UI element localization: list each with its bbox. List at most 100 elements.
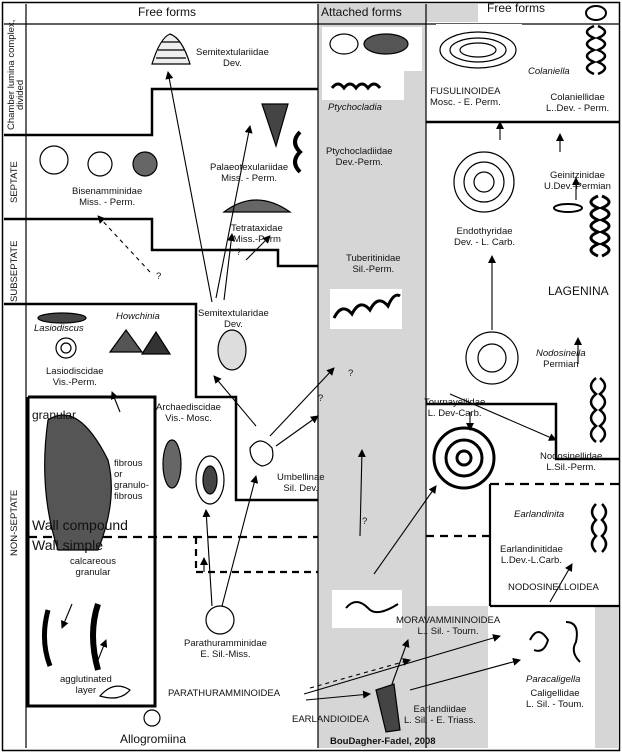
fibrous-line-3: granulo- xyxy=(114,480,149,491)
specimen-drawings xyxy=(37,5,611,733)
archaediscidae-specimen-b xyxy=(195,455,225,505)
tournayellidae-specimen xyxy=(465,331,519,385)
archaediscidae-specimen-a xyxy=(162,439,182,489)
tournayellidae-range: L. Dev-Carb. xyxy=(427,408,482,419)
header-free-forms-right: Free forms xyxy=(487,1,546,15)
endothyridae-specimen xyxy=(453,151,515,213)
semitextulariidae-top-range: Dev. xyxy=(223,58,242,69)
geinitzinidae-specimen xyxy=(553,203,583,213)
bisenamminidae-specimen-c xyxy=(132,151,158,177)
ptychocladia-label: Ptychocladia xyxy=(328,102,382,113)
endothyridae-ring-2 xyxy=(463,161,505,203)
category-subseptate: SUBSEPTATE xyxy=(9,241,20,302)
endothyridae-name: Endothyridae xyxy=(456,226,513,237)
granular-line: granular xyxy=(75,567,111,578)
earlandinita-label: Earlandinita xyxy=(514,509,565,520)
howchinia-specimen-b xyxy=(140,330,172,355)
bisenamminidae-specimen-b xyxy=(87,151,113,177)
fusulinoidea-inner-2 xyxy=(459,42,497,58)
fibrous-line-1: fibrous xyxy=(114,458,143,469)
question-mark-3: ? xyxy=(348,368,354,379)
spiral-specimen xyxy=(432,426,496,490)
fusulinoidea-specimen xyxy=(439,31,517,69)
parathurammina-specimen xyxy=(205,605,235,635)
category-septate: SEPTATE xyxy=(9,161,20,203)
umbellinae-specimen xyxy=(249,440,274,467)
question-mark-1: ? xyxy=(236,247,242,258)
geinitzinidae-range: U.Dev.-Permian xyxy=(544,181,611,192)
question-mark-4: ? xyxy=(318,393,324,404)
nodosinella-specimen xyxy=(589,377,607,443)
colaniella-specimen xyxy=(585,24,607,76)
moravammininoidea-range: L.. Sil. - Tourn. xyxy=(417,626,479,637)
lasiodiscidae-range: Vis.-Perm. xyxy=(52,377,97,388)
header-attached-forms: Attached forms xyxy=(321,5,402,19)
bisenamminidae-specimen-a xyxy=(39,145,69,175)
semitextularidae-mid-specimen xyxy=(217,329,247,371)
nodosinellidae-range: L.Sil.-Perm. xyxy=(546,462,596,473)
bisenamminidae-name: Bisenamminidae xyxy=(72,186,143,197)
parathuramminidae-range: E. Sil.-Miss. xyxy=(200,649,251,660)
arrow-to-caligellidae xyxy=(409,657,521,691)
parathuramminidae-name: Parathuramminidae xyxy=(184,638,267,649)
fibrous-line-2: or xyxy=(114,469,123,480)
allogromiina-specimen-a xyxy=(98,685,131,699)
allogromiina-specimen-b xyxy=(143,709,161,727)
lagenina-specimen xyxy=(589,194,611,258)
wall-compound-specimen xyxy=(44,414,112,551)
colaniella-top-specimen xyxy=(585,5,607,21)
parathuramminoidea-label: PARATHURAMMINOIDEA xyxy=(168,688,281,699)
earlandiidae-name: Earlandiidae xyxy=(413,704,467,715)
tournayellidae-name: Tournayellidae xyxy=(424,397,486,408)
agglutinated-specimen-b xyxy=(90,603,101,671)
allogromiina-label: Allogromiina xyxy=(120,732,187,746)
attached-image-4 xyxy=(332,590,402,628)
bisenamminidae-range: Miss. - Perm. xyxy=(79,197,136,208)
category-non-septate-label: NON-SEPTATE xyxy=(9,489,20,556)
category-chamber-divided: divided xyxy=(15,80,26,110)
palaeotextulariidae-specimen-b xyxy=(293,130,303,174)
caligellidae-range: L. Sil. - Toum. xyxy=(526,699,584,710)
tetrataxidae-range: Miss.-Perm xyxy=(232,234,281,245)
arrow-dashed-earland xyxy=(309,658,411,689)
arrow-to-palaeotextulariidae xyxy=(215,125,253,299)
earlandioidea-label: EARLANDIOIDEA xyxy=(292,714,370,725)
semitextulariidae-lines xyxy=(156,41,186,59)
tetrataxidae-specimen xyxy=(222,199,292,213)
earlandinita-specimen xyxy=(590,503,608,553)
agglutinated-line-1: agglutinated xyxy=(60,674,112,685)
right-nonseptate-line xyxy=(426,402,620,461)
fibrous-line-4: fibrous xyxy=(114,491,143,502)
lasiodiscus-specimen xyxy=(37,312,87,324)
arrow-to-nodosinellidae xyxy=(449,393,557,441)
arrow-to-earlandinitidae xyxy=(549,563,573,603)
wall-compound-label: Wall compound xyxy=(32,517,128,533)
attached-band-top-ext xyxy=(426,4,478,22)
arrow-to-agglutinated-a xyxy=(61,603,73,629)
palaeotextulariidae-specimen xyxy=(261,103,289,149)
spiral-specimen-inner xyxy=(444,438,484,478)
lasiodiscidae-spiral xyxy=(55,337,77,359)
fusulinoidea-inner-1 xyxy=(449,37,507,63)
ptychocladia-specimen xyxy=(330,82,382,91)
category-septate-label: SEPTATE xyxy=(9,161,20,203)
nodosinelloidea-label: NODOSINELLOIDEA xyxy=(508,582,599,593)
